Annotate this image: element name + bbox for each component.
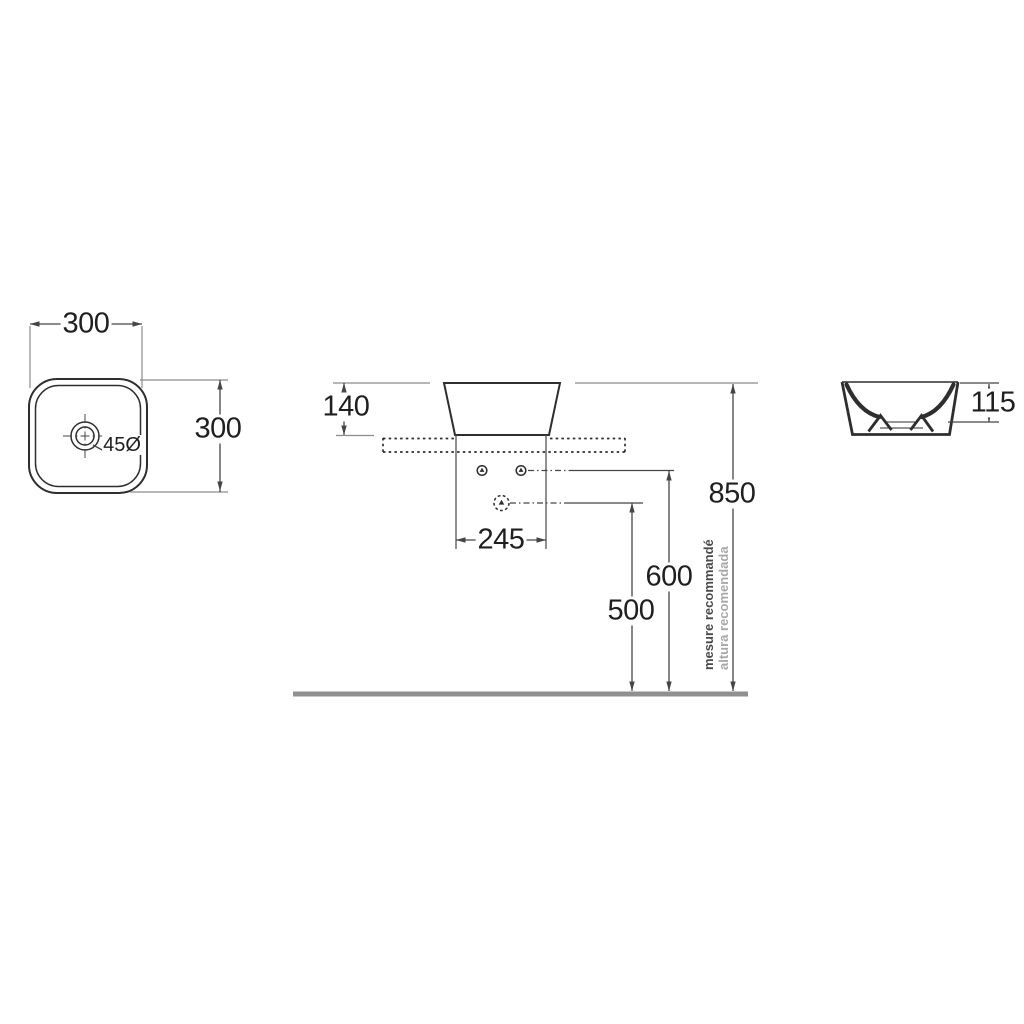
- side-bowl-wall-right: [919, 382, 956, 420]
- arrowhead: [217, 481, 223, 491]
- supply-point-right: [515, 464, 527, 477]
- supply-point-left-mark: [479, 467, 485, 472]
- basin-outer-rim: [28, 378, 148, 494]
- arrowhead: [730, 384, 736, 394]
- side-view: [840, 381, 999, 436]
- plan-width-label: 300: [60, 307, 112, 340]
- drain-height-label: 500: [605, 594, 657, 627]
- inner-depth-label: 115: [968, 386, 1018, 419]
- arrowhead: [341, 425, 347, 435]
- arrowhead: [629, 681, 635, 691]
- drain-outlet-circle: [493, 494, 510, 512]
- basin-height-label: 140: [320, 390, 372, 423]
- side-foot-right: [909, 413, 935, 433]
- drain-outlet-mark: [498, 499, 505, 505]
- arrowhead: [30, 321, 40, 327]
- plan-view: [28, 321, 228, 494]
- rim-height-label: 850: [706, 477, 758, 510]
- arrowhead: [629, 503, 635, 513]
- arrowhead: [730, 681, 736, 691]
- note-french: mesure recommandé: [701, 539, 716, 670]
- arrowhead: [536, 537, 546, 543]
- supply-point-right-mark: [518, 467, 524, 472]
- arrowhead: [217, 380, 223, 390]
- arrowhead: [666, 471, 672, 481]
- arrowhead: [666, 681, 672, 691]
- arrowhead: [341, 383, 347, 393]
- plan-depth-label: 300: [192, 412, 244, 445]
- arrowhead: [456, 537, 466, 543]
- basin-front-outline: [442, 382, 562, 436]
- recommended-height-note: mesure recommandé altura recomendada: [701, 530, 731, 670]
- hole-spacing-label: 245: [475, 523, 527, 556]
- supply-height-label: 600: [643, 560, 695, 593]
- side-foot-left: [867, 413, 893, 433]
- side-bowl-wall-left: [844, 382, 882, 420]
- drain-diameter-label: 45Ø: [102, 434, 142, 456]
- supply-point-left: [476, 464, 488, 477]
- arrowhead: [132, 321, 142, 327]
- side-body-outline: [840, 381, 960, 436]
- note-spanish: altura recomendada: [716, 546, 731, 670]
